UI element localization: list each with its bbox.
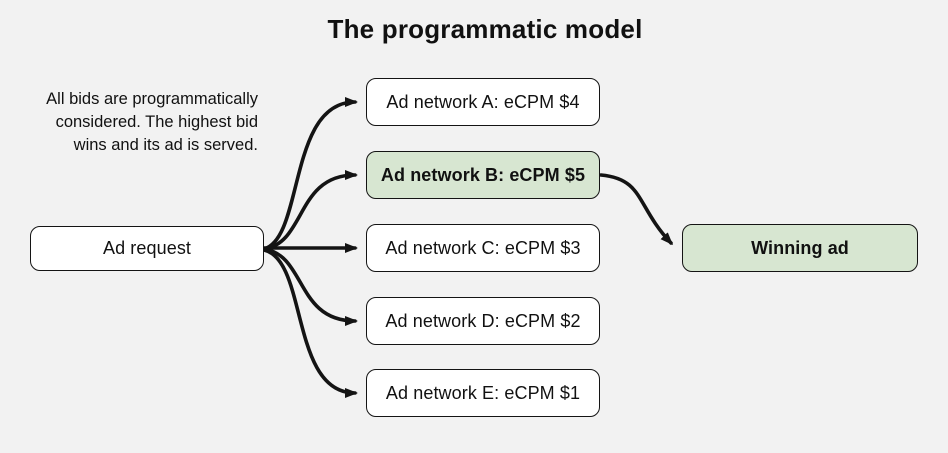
node-ad-network-a: Ad network A: eCPM $4 (366, 78, 600, 126)
arrow-request-to-network-b (262, 170, 358, 251)
arrow-request-to-network-e (262, 248, 358, 398)
description-note: All bids are programmatically considered… (46, 88, 258, 157)
description-line-1: All bids are programmatically (46, 90, 258, 108)
node-ad-network-d: Ad network D: eCPM $2 (366, 297, 600, 345)
arrow-request-to-network-a (262, 97, 358, 251)
arrow-request-to-network-d (262, 247, 358, 326)
node-ad-request: Ad request (30, 226, 264, 271)
node-ad-network-e: Ad network E: eCPM $1 (366, 369, 600, 417)
node-ad-network-b: Ad network B: eCPM $5 (366, 151, 600, 199)
description-line-2: considered. The highest bid (55, 113, 258, 131)
node-winning-ad: Winning ad (682, 224, 918, 272)
arrow-network-b-to-winning-ad (599, 173, 674, 246)
description-line-3: wins and its ad is served. (73, 136, 258, 154)
node-ad-network-c: Ad network C: eCPM $3 (366, 224, 600, 272)
diagram-title: The programmatic model (327, 14, 643, 44)
